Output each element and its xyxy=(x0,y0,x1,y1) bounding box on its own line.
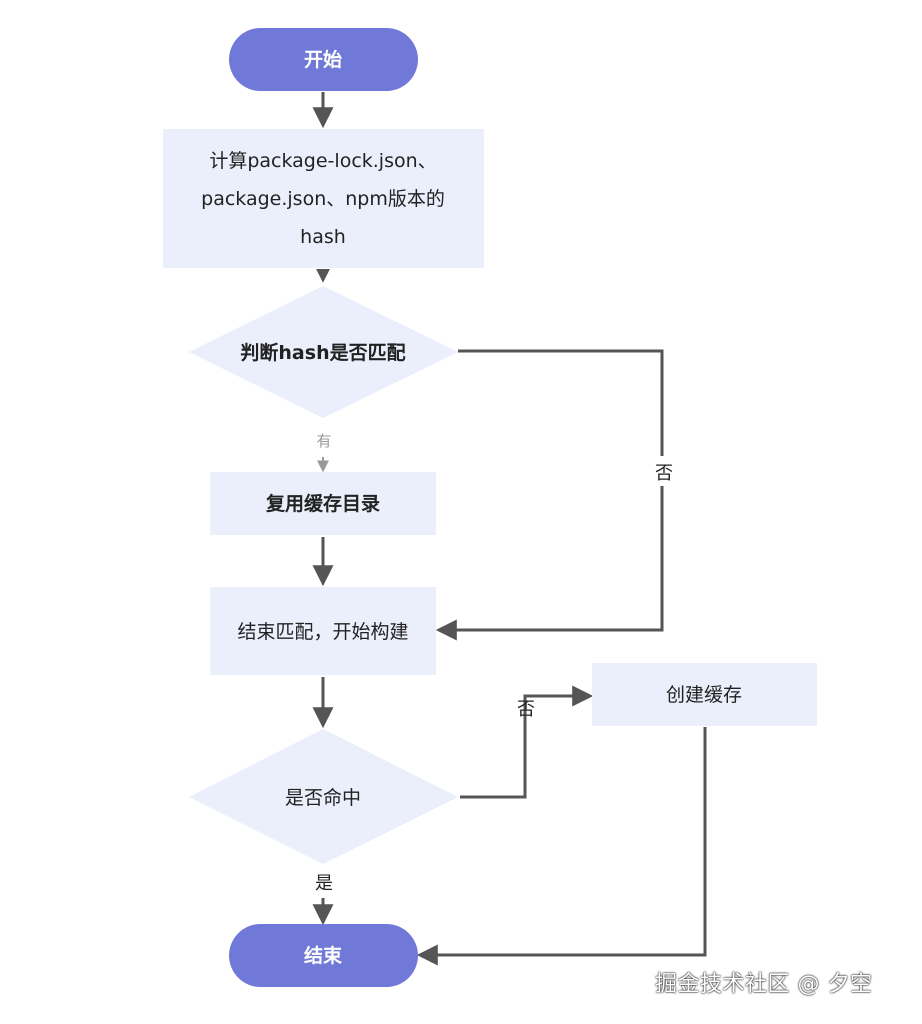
end-node xyxy=(229,924,418,987)
hash-match-decision xyxy=(189,286,458,418)
end-node-label: 结束 xyxy=(304,944,343,967)
watermark: 掘金技术社区 @ 夕空 xyxy=(655,972,873,997)
edge-label-no-hit: 否 xyxy=(517,699,535,720)
edge-label-no-hash-bg xyxy=(650,456,676,486)
create-cache-node-label: 创建缓存 xyxy=(666,684,742,706)
end-match-node xyxy=(210,587,436,675)
is-hit-decision-label: 是否命中 xyxy=(285,787,361,809)
create-cache-node xyxy=(592,663,817,726)
compute-hash-line-3: hash xyxy=(300,226,346,248)
compute-hash-line-1: 计算package-lock.json、 xyxy=(209,150,436,172)
compute-hash-line-2: package.json、npm版本的 xyxy=(201,188,445,210)
is-hit-decision xyxy=(189,729,458,864)
hash-match-decision-label: 判断hash是否匹配 xyxy=(240,341,405,364)
edge-label-no-hash: 否 xyxy=(655,463,673,484)
reuse-cache-node xyxy=(210,472,436,535)
edge-hit-no-to-create xyxy=(460,685,594,799)
start-node-label: 开始 xyxy=(304,48,342,71)
compute-hash-node xyxy=(163,129,484,268)
reuse-cache-node-label: 复用缓存目录 xyxy=(265,492,380,515)
edge-create-to-end xyxy=(416,727,707,966)
edge-decision-no-to-end-match xyxy=(435,349,664,641)
edge-label-has: 有 xyxy=(316,432,331,450)
edge-label-yes-hit: 是 xyxy=(315,873,333,894)
end-match-node-label: 结束匹配，开始构建 xyxy=(237,621,408,643)
start-node xyxy=(229,28,418,91)
